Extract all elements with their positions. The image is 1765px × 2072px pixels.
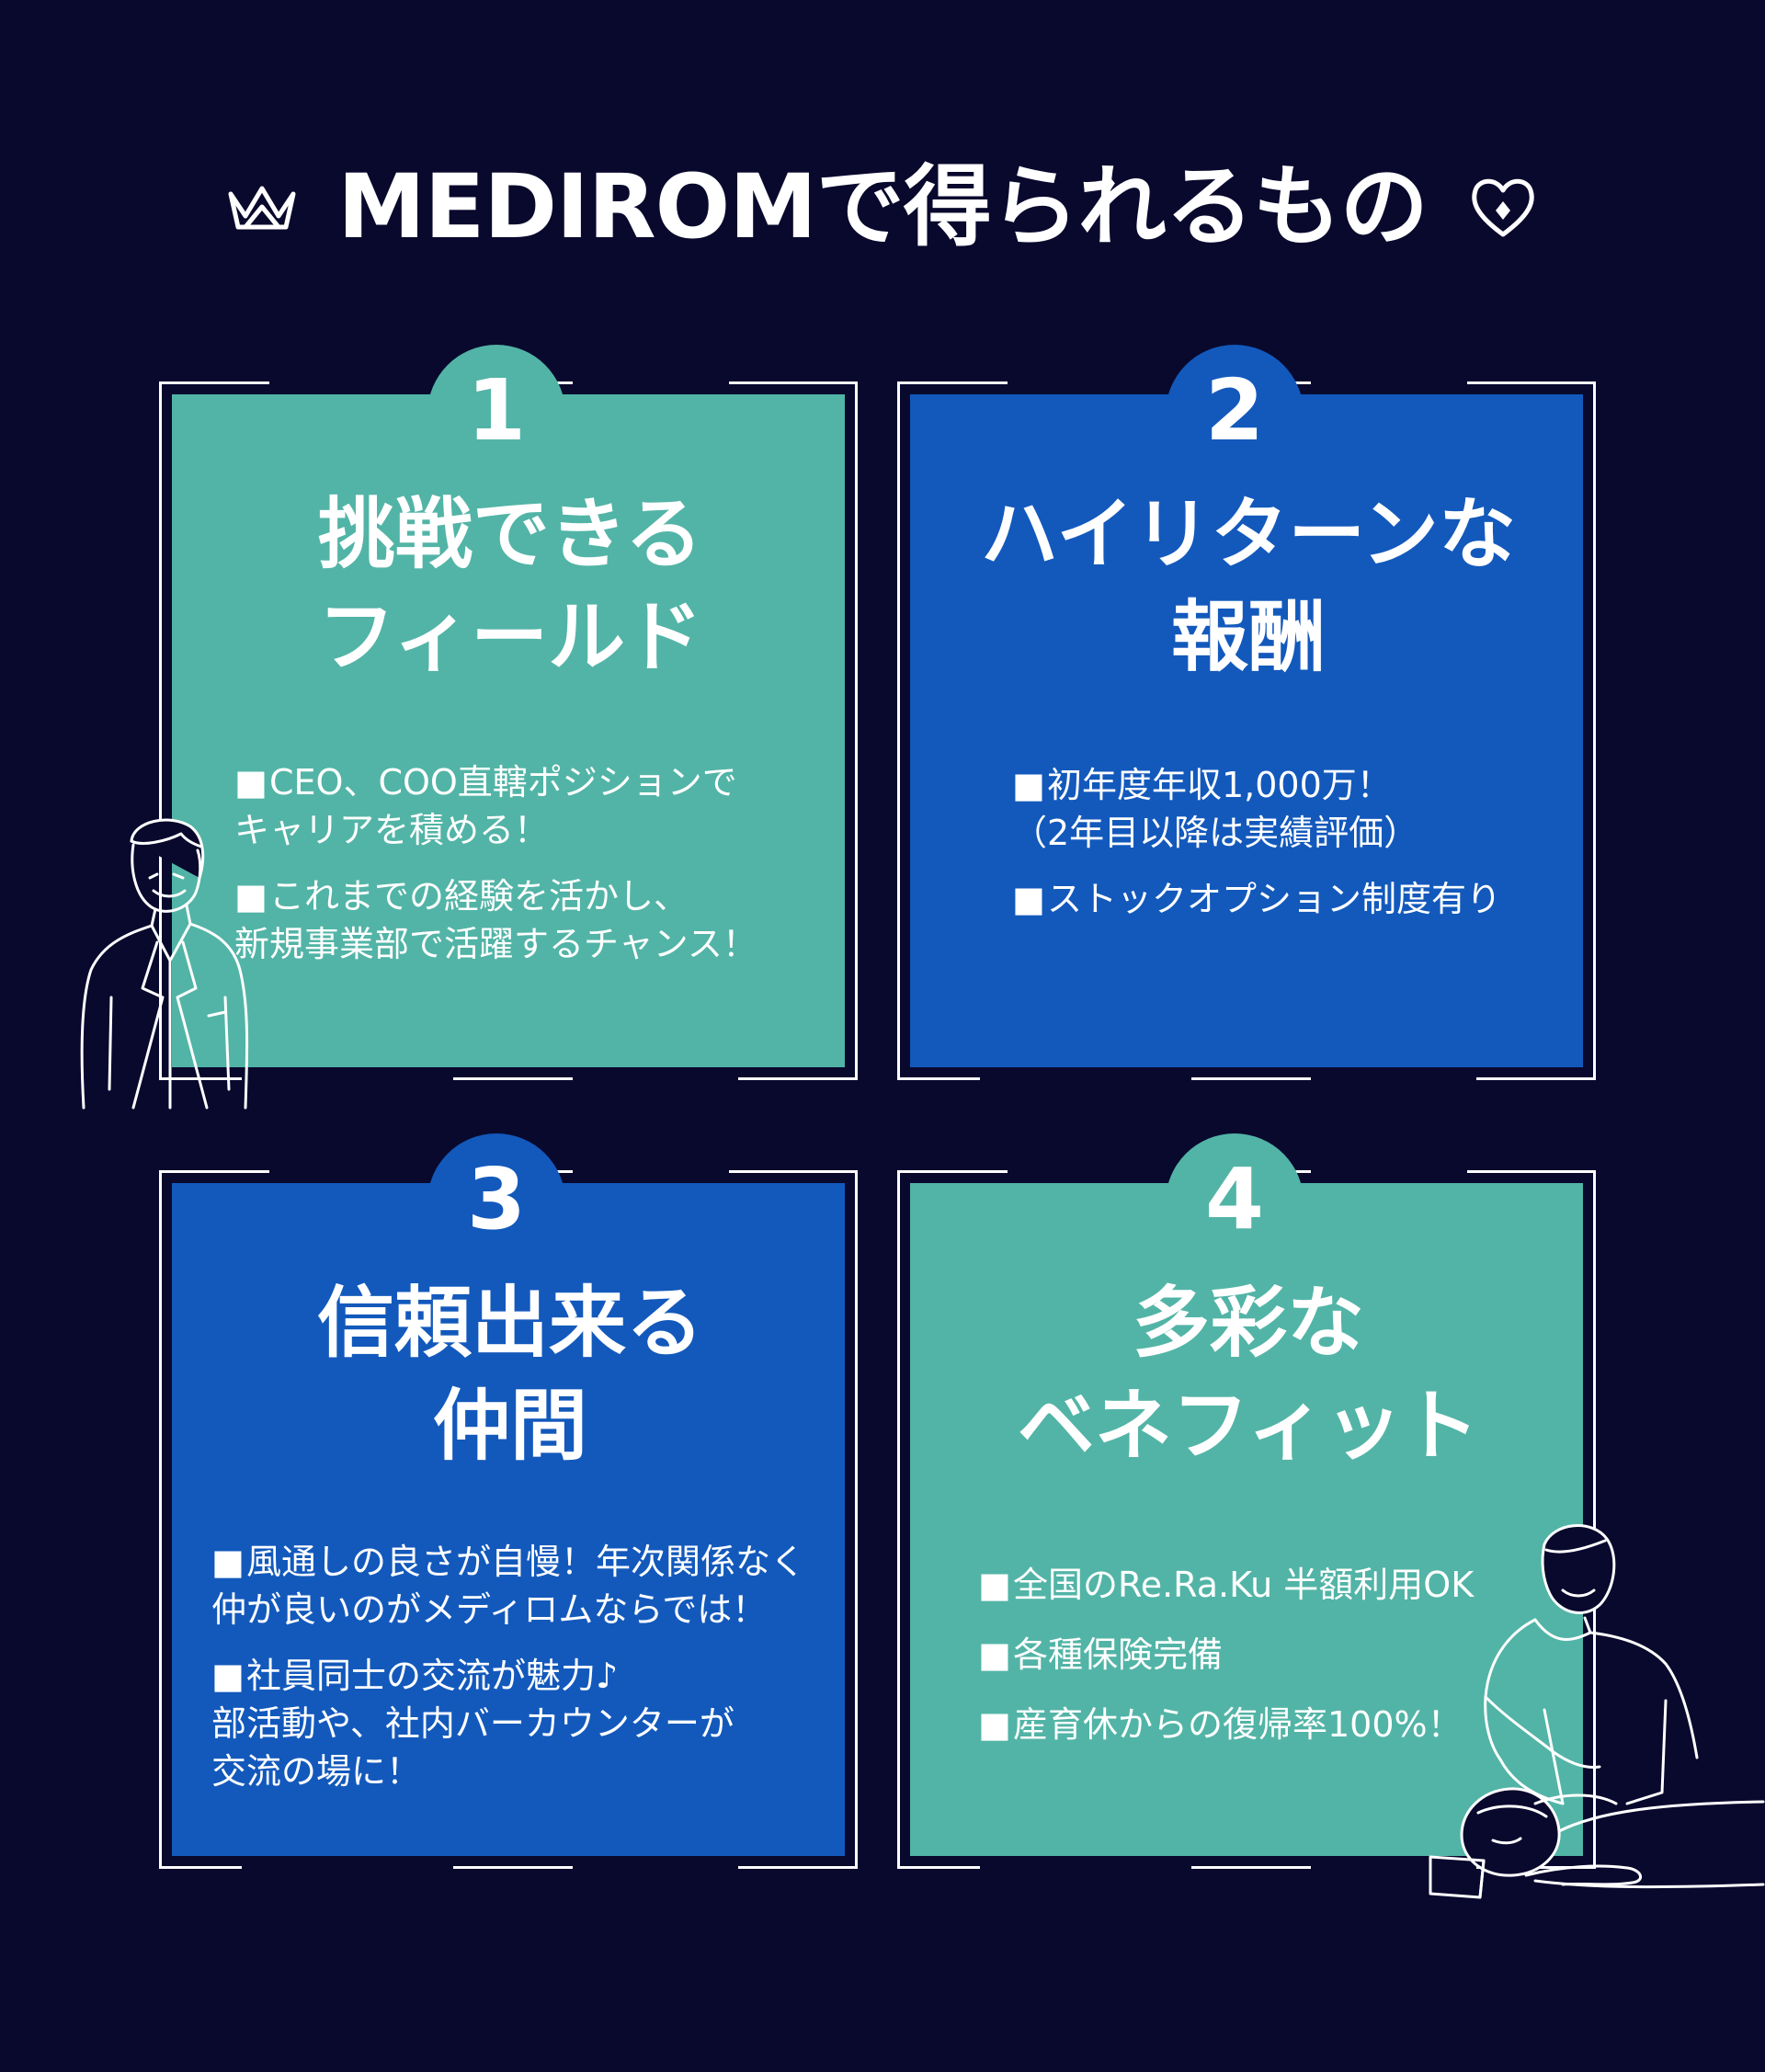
- bullet-marker: ■: [1012, 765, 1045, 805]
- card-heading-line: 報酬: [1170, 592, 1326, 682]
- card-heading-line: ハイリターンな: [980, 489, 1517, 579]
- bullet-item: ■全国のRe.Ra.Ku 半額利用OK: [978, 1561, 1474, 1609]
- bullet-marker: ■: [211, 1542, 245, 1582]
- bullet-text: ストックオプション制度有り: [1047, 879, 1502, 919]
- bullet-item: ■CEO、COO直轄ポジションで キャリアを積める！: [234, 758, 757, 854]
- card-heading: ハイリターンな 報酬: [897, 483, 1600, 689]
- bullet-text: 新規事業部で活躍するチャンス！: [234, 924, 757, 964]
- bullet-marker: ■: [1012, 879, 1045, 919]
- bullet-item: ■風通しの良さが自慢！年次関係なく 仲が良いのがメディロムならでは！: [211, 1538, 805, 1634]
- bullet-list: ■全国のRe.Ra.Ku 半額利用OK ■各種保険完備 ■産育休からの復帰率10…: [978, 1561, 1474, 1767]
- page-title-row: MEDIROMで得られるもの: [0, 147, 1765, 267]
- bullet-marker: ■: [978, 1634, 1011, 1675]
- bullet-list: ■風通しの良さが自慢！年次関係なく 仲が良いのがメディロムならでは！ ■社員同士…: [211, 1538, 805, 1814]
- bullet-text: 部活動や、社内バーカウンターが: [211, 1703, 734, 1744]
- bullet-marker: ■: [234, 762, 268, 803]
- card-heading-line: 仲間: [432, 1381, 587, 1471]
- benefit-card-1: 1 挑戦できる フィールド ■CEO、COO直轄ポジションで キャリアを積める！…: [159, 345, 861, 1084]
- card-heading-line: フィールド: [317, 592, 703, 682]
- card-heading-line: 多彩な: [1132, 1278, 1364, 1368]
- bullet-marker: ■: [234, 876, 268, 916]
- bullet-text: 社員同士の交流が魅力♪: [246, 1656, 619, 1696]
- page-title: MEDIROMで得られるもの: [337, 155, 1429, 258]
- businessman-illustration: [80, 818, 249, 1110]
- massage-therapist-illustration: [1429, 1524, 1765, 1899]
- benefit-card-4: 4 多彩な ベネフィット ■全国のRe.Ra.Ku 半額利用OK ■各種保険完備…: [897, 1133, 1600, 1873]
- card-panel: [172, 394, 845, 1067]
- bullet-text: 初年度年収1,000万！: [1047, 765, 1392, 805]
- card-heading: 挑戦できる フィールド: [159, 483, 861, 689]
- bullet-text: 各種保険完備: [1013, 1634, 1224, 1675]
- card-heading-line: 挑戦できる: [317, 489, 703, 579]
- card-heading-line: ベネフィット: [1017, 1381, 1480, 1471]
- bullet-text: 産育休からの復帰率100%！: [1013, 1704, 1463, 1745]
- card-number: 3: [466, 1150, 526, 1248]
- bullet-text: これまでの経験を活かし、: [269, 876, 689, 916]
- bullet-marker: ■: [978, 1704, 1011, 1745]
- bullet-text: 風通しの良さが自慢！年次関係なく: [246, 1542, 806, 1582]
- benefit-card-3: 3 信頼出来る 仲間 ■風通しの良さが自慢！年次関係なく 仲が良いのがメディロム…: [159, 1133, 861, 1873]
- card-number: 4: [1204, 1150, 1264, 1248]
- card-heading: 信頼出来る 仲間: [159, 1271, 861, 1477]
- card-heading: 多彩な ベネフィット: [897, 1271, 1600, 1477]
- bullet-item: ■社員同士の交流が魅力♪ 部活動や、社内バーカウンターが 交流の場に！: [211, 1652, 805, 1795]
- bullet-item: ■産育休からの復帰率100%！: [978, 1701, 1474, 1748]
- benefit-card-2: 2 ハイリターンな 報酬 ■初年度年収1,000万！ （2年目以降は実績評価） …: [897, 345, 1600, 1084]
- bullet-text: 交流の場に！: [211, 1751, 422, 1792]
- bullet-item: ■ストックオプション制度有り: [1012, 875, 1501, 923]
- card-number: 1: [466, 361, 526, 460]
- bullet-text: 全国のRe.Ra.Ku 半額利用OK: [1013, 1565, 1475, 1605]
- bullet-text: （2年目以降は実績評価）: [1012, 813, 1419, 853]
- number-badge: [1166, 345, 1304, 483]
- bullet-text: CEO、COO直轄ポジションで: [269, 762, 737, 803]
- number-badge: [427, 1133, 565, 1271]
- bullet-list: ■初年度年収1,000万！ （2年目以降は実績評価） ■ストックオプション制度有…: [1012, 761, 1501, 941]
- bullet-item: ■これまでの経験を活かし、 新規事業部で活躍するチャンス！: [234, 872, 757, 968]
- bullet-item: ■初年度年収1,000万！ （2年目以降は実績評価）: [1012, 761, 1501, 857]
- card-heading-line: 信頼出来る: [316, 1278, 703, 1368]
- number-badge: [1166, 1133, 1304, 1271]
- bullet-marker: ■: [978, 1565, 1011, 1605]
- crown-icon: [228, 186, 296, 230]
- card-panel: [910, 394, 1583, 1067]
- bullet-text: キャリアを積める！: [234, 810, 550, 850]
- bullet-marker: ■: [211, 1656, 245, 1696]
- card-number: 2: [1204, 361, 1264, 460]
- number-badge: [427, 345, 565, 483]
- heart-icon: [1472, 178, 1534, 237]
- card-panel: [910, 1183, 1583, 1856]
- bullet-list: ■CEO、COO直轄ポジションで キャリアを積める！ ■これまでの経験を活かし、…: [234, 758, 757, 986]
- bullet-item: ■各種保険完備: [978, 1631, 1474, 1679]
- bullet-text: 仲が良いのがメディロムならでは！: [211, 1589, 768, 1630]
- card-panel: [172, 1183, 845, 1856]
